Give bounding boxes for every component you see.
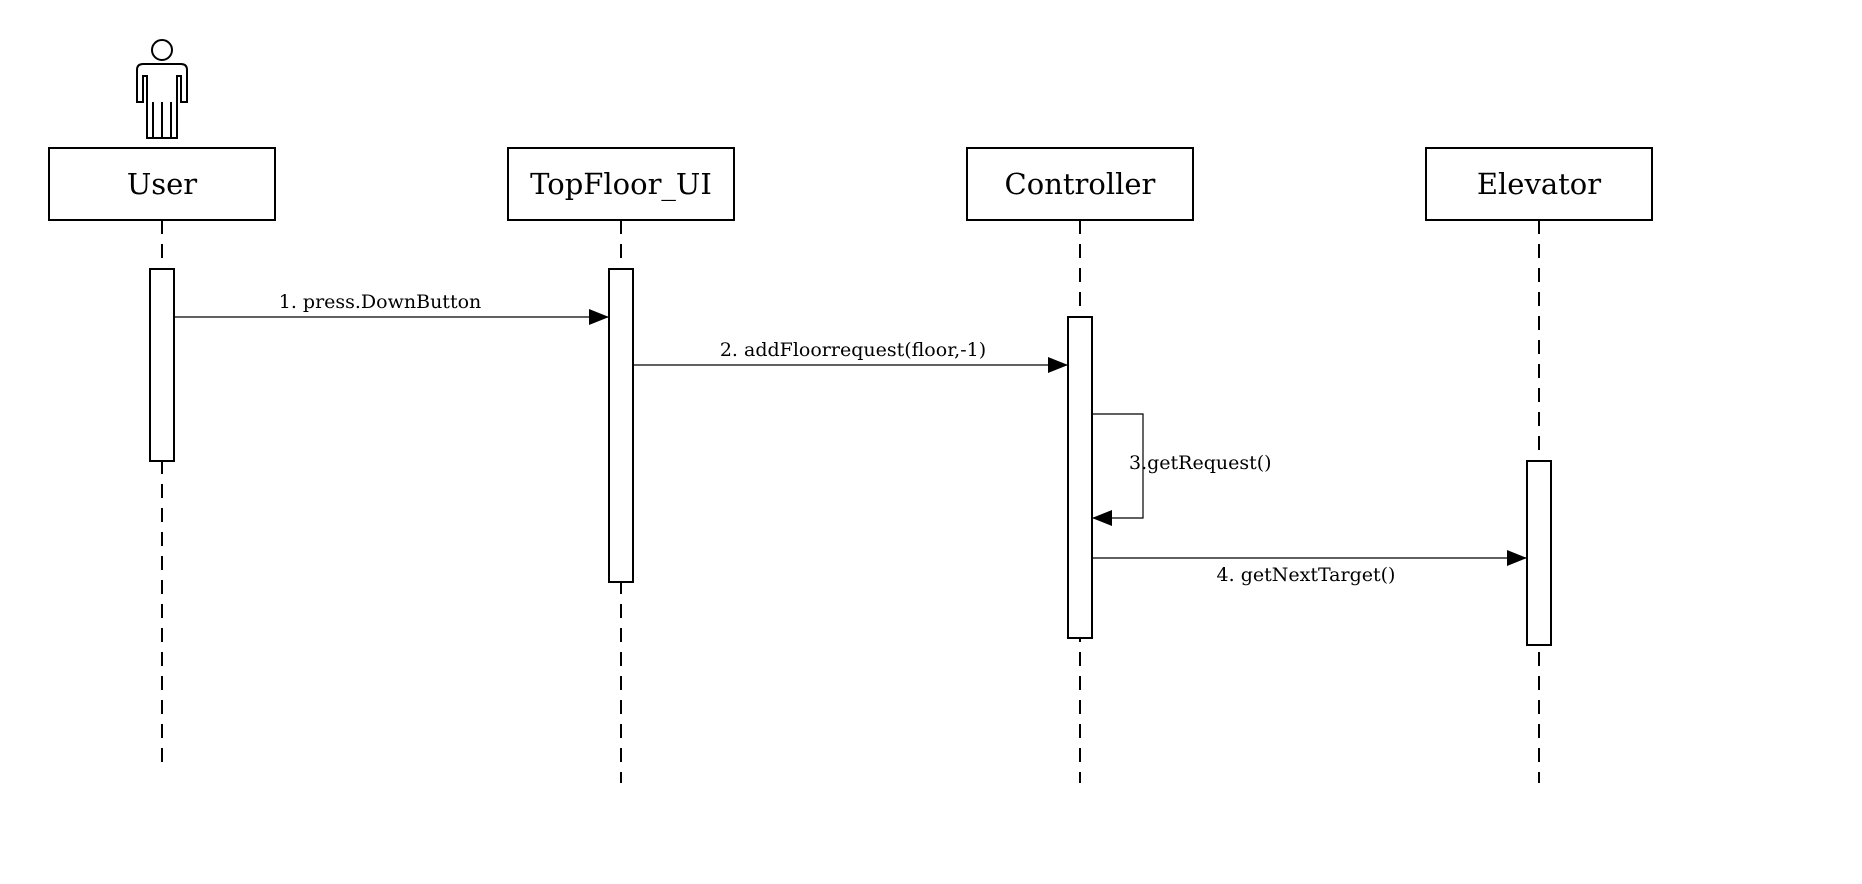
activation-bar-elevator (1526, 460, 1552, 646)
message-label-2: 2. addFloorrequest(floor,-1) (720, 339, 986, 361)
message-label-4: 4. getNextTarget() (1217, 564, 1396, 586)
participant-box-topfloor-ui (507, 147, 735, 221)
message-label-3: 3.getRequest() (1129, 452, 1272, 474)
actor-icon (136, 39, 188, 139)
participant-label-user: User (127, 167, 197, 201)
activation-bar-user (149, 268, 175, 462)
participant-box-elevator (1425, 147, 1653, 221)
activation-bar-topfloor-ui (608, 268, 634, 583)
message-label-1: 1. press.DownButton (279, 291, 482, 313)
message-arrow-3 (1092, 413, 1144, 526)
participant-label-topfloor-ui: TopFloor_UI (530, 167, 712, 202)
activation-bar-controller (1067, 316, 1093, 639)
participant-box-user (48, 147, 276, 221)
participant-label-elevator: Elevator (1477, 167, 1601, 201)
participant-label-controller: Controller (1005, 167, 1156, 201)
participant-box-controller (966, 147, 1194, 221)
